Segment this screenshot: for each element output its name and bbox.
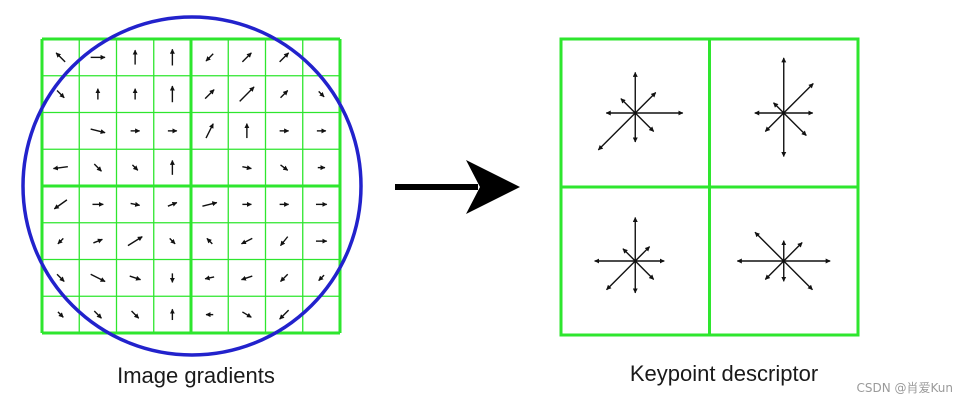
orientation-arrow [634,246,651,262]
gaussian-window-circle [21,15,363,357]
transform-arrow [395,160,520,214]
gradient-arrow [279,309,290,320]
gradient-arrow [93,238,103,244]
gradient-arrow [204,275,215,281]
orientation-arrow [783,260,813,291]
transform-arrow-head [466,160,520,214]
gradient-sample-grid [40,37,342,335]
gradient-arrow [130,201,141,207]
descriptor-grid [559,37,860,337]
gradient-arrow [129,275,141,281]
gradient-arrow [52,165,68,171]
gradient-arrow [241,52,252,63]
gradient-arrow [57,237,64,245]
image-gradients-panel: Image gradients [21,15,363,388]
orientation-histogram-cell [597,71,684,151]
gradient-arrow [56,90,65,99]
gradient-arrow [280,273,289,282]
gradient-arrow [241,237,253,245]
orientation-arrow [634,112,655,132]
csdn-watermark: CSDN @肖爱Kun [856,381,953,395]
orientation-arrow [764,112,785,132]
gradient-arrows [52,48,328,321]
gradient-arrow [242,165,252,171]
gradient-arrow [131,310,140,319]
gradient-arrow [53,199,68,210]
orientation-arrow [783,112,807,137]
gradient-arrow [131,164,139,171]
gradient-arrow [56,273,65,282]
gradient-arrow [93,163,102,172]
gradient-arrow [242,311,252,318]
gradient-arrow [204,89,215,100]
gradient-arrow [90,273,106,283]
gradient-arrow [127,236,143,247]
orientation-arrow [606,260,636,291]
gradient-arrow [205,53,214,62]
gradient-arrow [169,237,176,245]
gradient-arrow [280,90,289,99]
orientation-arrow [634,260,655,280]
gradient-arrow [167,201,178,207]
gradient-arrow [318,274,325,282]
orientation-histograms [594,57,831,294]
gradient-arrow [93,310,102,319]
orientation-arrow [622,248,636,262]
orientation-arrow [597,112,636,151]
gradient-arrow [279,236,289,247]
gradient-arrow [318,90,325,98]
gradient-arrow [55,52,66,63]
orientation-arrow [773,102,785,114]
orientation-arrow [620,98,636,114]
gradient-arrow [90,128,106,135]
gradient-arrow [202,201,218,207]
gradient-arrow [241,275,253,281]
orientation-arrow [754,231,785,262]
gradient-arrow [206,237,213,245]
keypoint-descriptor-panel: Keypoint descriptor [559,37,860,386]
keypoint-descriptor-caption: Keypoint descriptor [630,361,818,386]
orientation-histogram-cell [736,231,831,291]
orientation-histogram-cell [754,57,814,157]
gradient-arrow [239,86,255,102]
orientation-arrow [634,91,657,114]
gradient-arrow [57,311,64,318]
orientation-arrow [764,260,785,280]
orientation-histogram-cell [594,217,665,294]
gradient-arrow [205,123,214,139]
image-gradients-caption: Image gradients [117,363,275,388]
orientation-arrow [783,82,814,114]
gradient-arrow [279,52,290,63]
orientation-arrow [783,242,803,262]
gradient-arrow [280,164,289,171]
